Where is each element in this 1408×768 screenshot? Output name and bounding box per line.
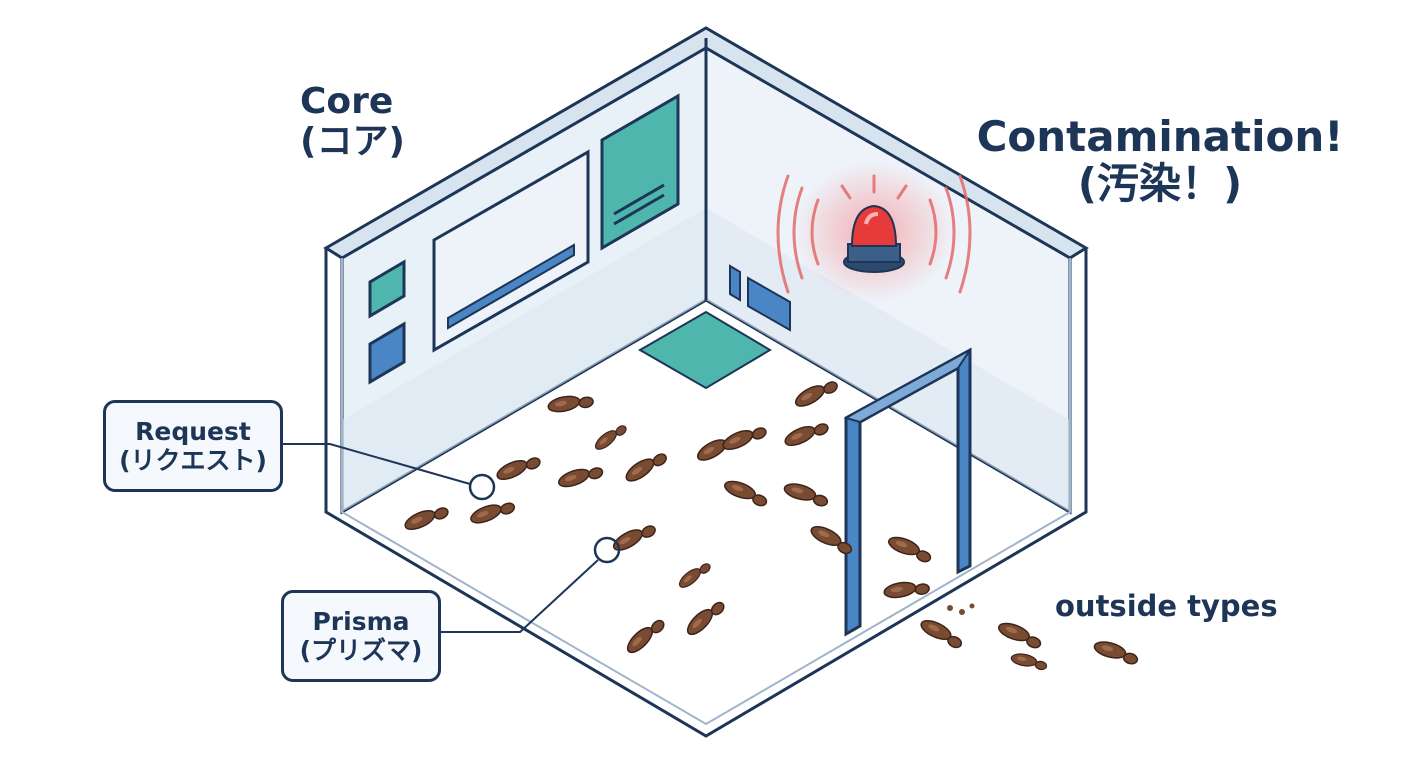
wall-screen-large (432, 149, 590, 353)
right-wall-panel (747, 276, 791, 332)
contamination-label-ja: (汚染！) (1077, 159, 1243, 209)
prisma-callout: Prisma (プリズマ) (281, 590, 441, 682)
footprint-icon (1009, 651, 1049, 671)
footprint-icon (1091, 638, 1141, 666)
footprint-icon (995, 619, 1045, 651)
core-label-ja: (コア) (300, 121, 405, 163)
core-label: Core (コア) (300, 81, 405, 163)
footprint-icon (917, 616, 966, 651)
request-label-ja: (リクエスト) (119, 446, 267, 475)
wall-panel-small-teal (368, 259, 406, 319)
alarm-light-icon (843, 204, 905, 273)
footprint-trail (401, 374, 1141, 671)
request-label-en: Request (135, 416, 251, 446)
request-callout-marker (278, 443, 496, 501)
request-callout: Request (リクエスト) (103, 400, 283, 492)
wall-panel-small-blue (368, 321, 406, 385)
core-label-en: Core (300, 81, 394, 122)
contamination-label: Contamination! (汚染！) (960, 113, 1360, 207)
outside-types-label: outside types (1055, 589, 1278, 623)
contamination-label-en: Contamination! (976, 112, 1344, 161)
right-wall-slot (729, 264, 741, 302)
prisma-label-ja: (プリズマ) (299, 636, 423, 665)
prisma-label-en: Prisma (312, 606, 410, 636)
floor-mat (637, 310, 772, 390)
prisma-callout-marker (436, 536, 621, 633)
door-frame-icon (843, 347, 972, 637)
